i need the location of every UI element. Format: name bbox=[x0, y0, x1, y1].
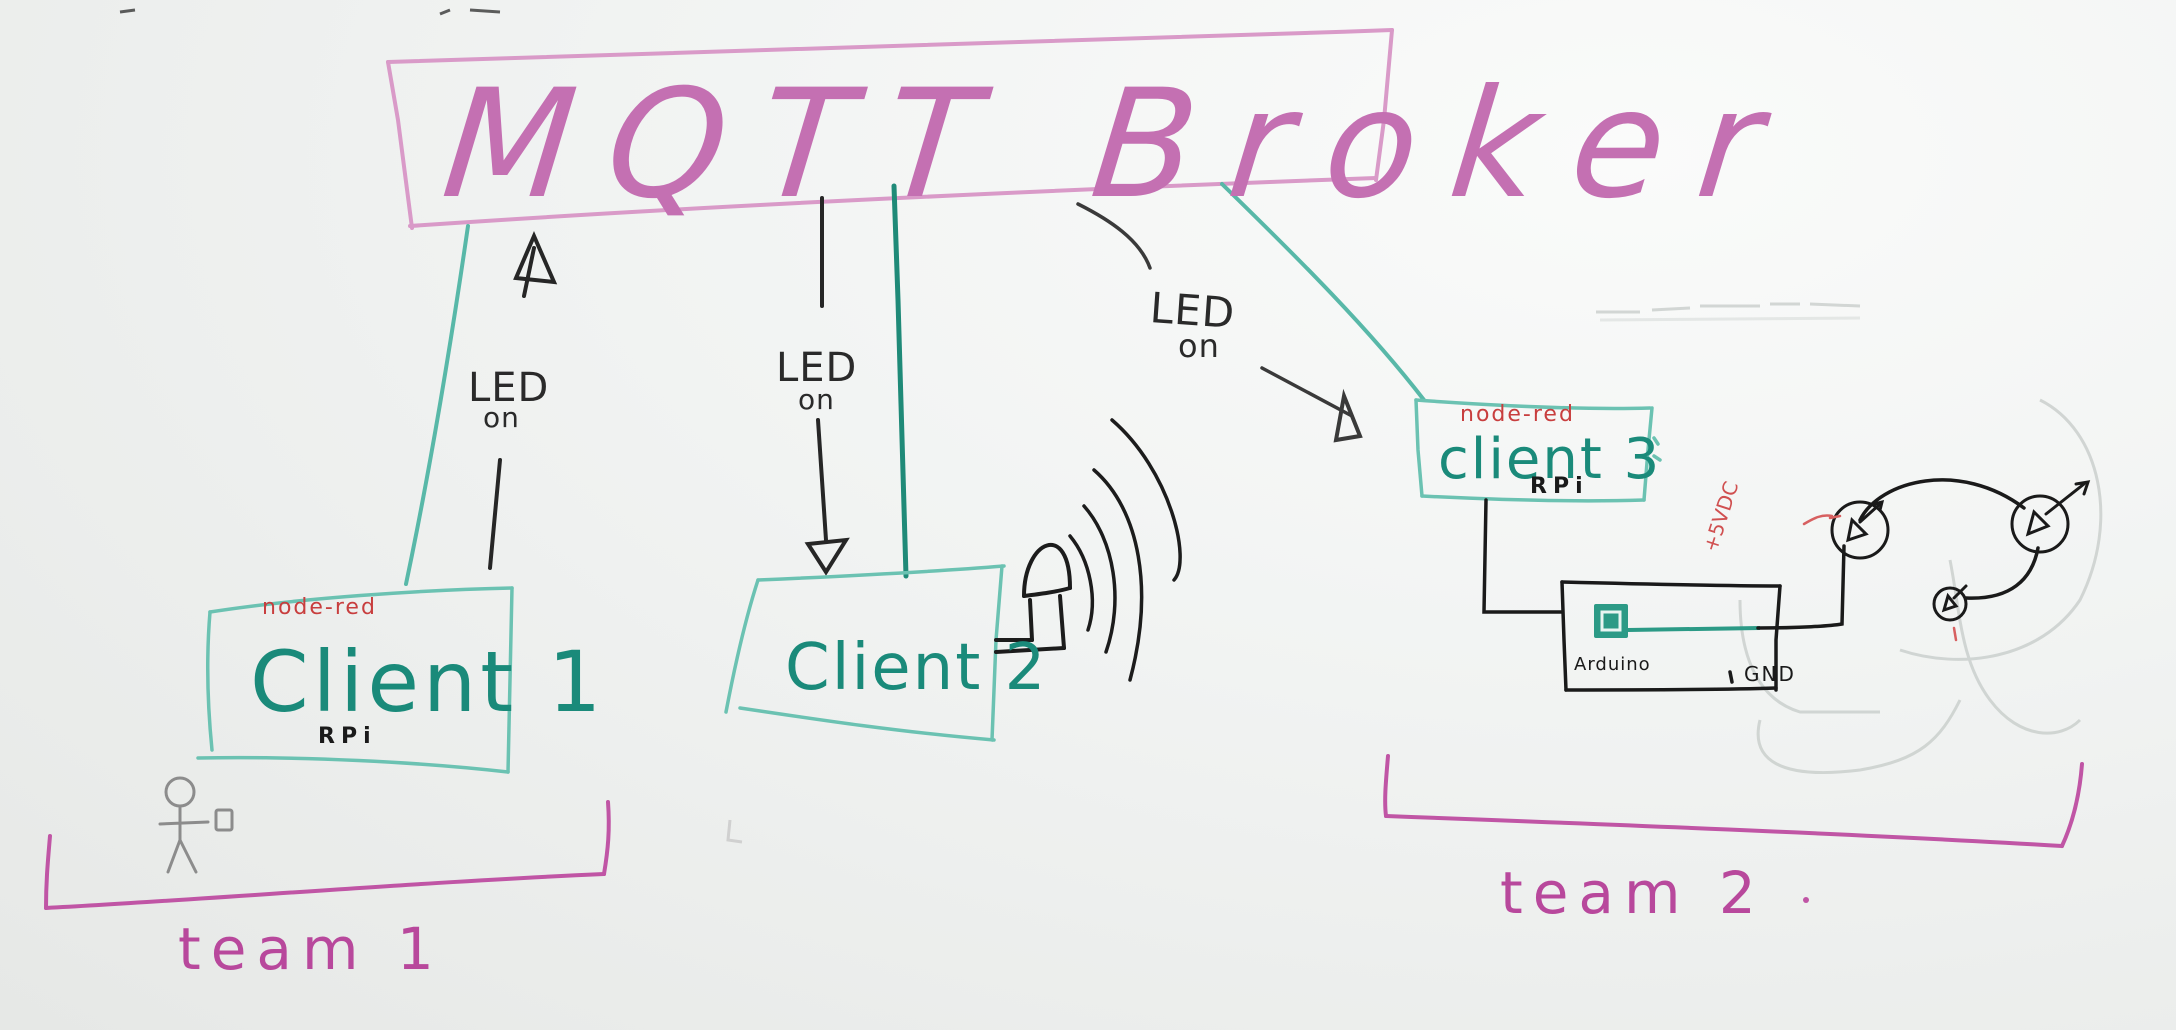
publish-arrow bbox=[488, 230, 558, 570]
client3-tag: node-red bbox=[1460, 402, 1575, 427]
subscribe-arrow-client2 bbox=[804, 196, 850, 576]
broker-connections bbox=[404, 182, 1426, 586]
phone-icon bbox=[214, 808, 234, 832]
sound-waves-icon bbox=[1068, 418, 1182, 682]
client1-device: RPi bbox=[318, 724, 377, 749]
subscribe-arrow-client3 bbox=[1076, 202, 1363, 443]
bell-icon bbox=[994, 542, 1072, 654]
erased-marks bbox=[119, 8, 2103, 844]
client1-tag: node-red bbox=[262, 595, 377, 620]
ground-label: GND bbox=[1744, 662, 1796, 686]
mqtt-broker-title: MQTT Broker bbox=[435, 58, 1804, 232]
arduino-board bbox=[1560, 580, 1782, 692]
client3-connection bbox=[1220, 182, 1426, 402]
led-icon bbox=[1830, 499, 1890, 560]
client2-connection bbox=[891, 183, 909, 579]
client3-message-line2: on bbox=[1178, 327, 1220, 365]
client1-label: Client 1 bbox=[250, 633, 606, 731]
arduino-trace bbox=[1627, 626, 1761, 632]
client3-box bbox=[1414, 398, 1662, 503]
person-icon bbox=[158, 776, 234, 874]
client3-device: RPi bbox=[1530, 474, 1589, 499]
led-icon bbox=[2010, 480, 2091, 554]
client3-label: client 3 bbox=[1438, 427, 1662, 492]
led-polarity-marks bbox=[1802, 514, 1958, 642]
client2-label: Client 2 bbox=[785, 631, 1048, 705]
team1-bracket bbox=[44, 800, 611, 910]
mqtt-broker-box bbox=[386, 28, 1394, 230]
client1-box bbox=[196, 586, 514, 774]
led-icon bbox=[1932, 584, 1968, 622]
publish-message-line2: on bbox=[483, 401, 520, 434]
publish-message-line1: LED bbox=[468, 365, 550, 411]
client1-connection bbox=[404, 224, 470, 586]
team2-bracket bbox=[1383, 754, 2084, 848]
arduino-label: Arduino bbox=[1574, 654, 1651, 675]
client2-message-line2: on bbox=[798, 383, 835, 416]
arduino-chip-icon bbox=[1594, 604, 1628, 638]
team1-label: team 1 bbox=[178, 915, 444, 983]
team2-label: team 2 bbox=[1500, 859, 1766, 927]
wire-client3-arduino bbox=[1482, 478, 2040, 684]
client2-message-line1: LED bbox=[776, 345, 858, 391]
team2-dot bbox=[1803, 897, 1809, 903]
